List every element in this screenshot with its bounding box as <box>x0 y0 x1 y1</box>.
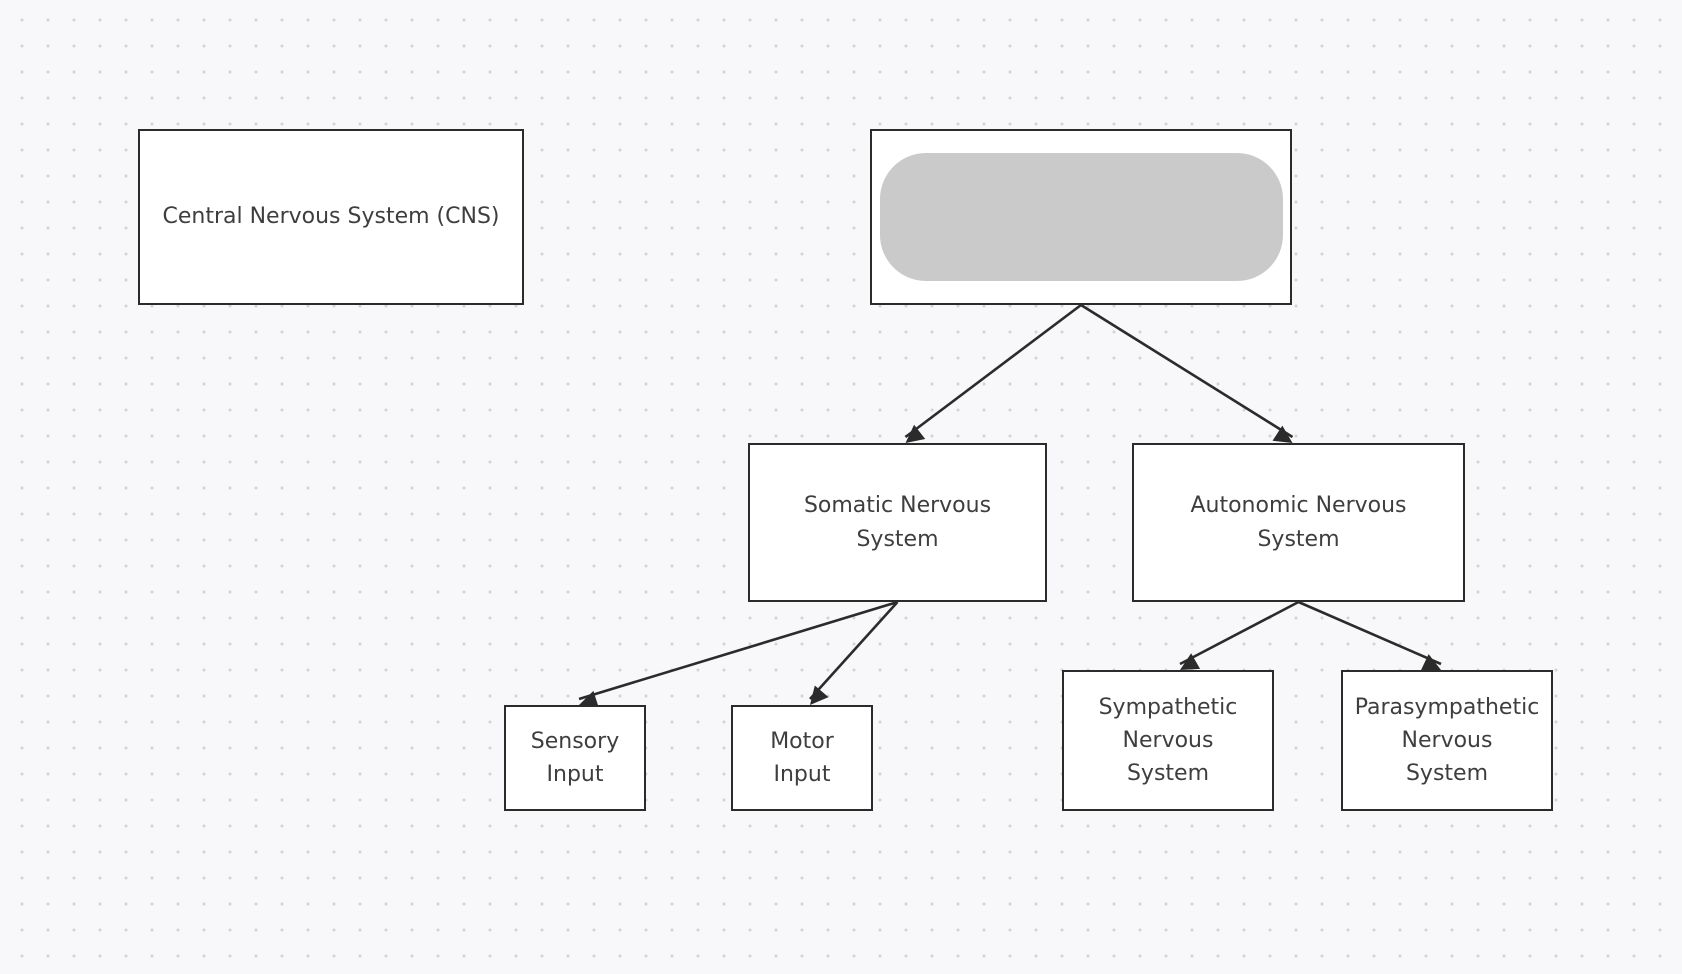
autonomic-label-line-1: Autonomic Nervous <box>1190 492 1407 518</box>
redacted-label-block <box>880 153 1283 281</box>
sensory-input-node[interactable]: Sensory Input <box>504 705 646 811</box>
connector-autonomic-to-sympathetic[interactable] <box>1179 600 1300 666</box>
arrowhead-autonomic <box>1272 425 1293 443</box>
arrowhead-sympathetic <box>1180 653 1201 670</box>
arrowhead-parasympathetic <box>1420 654 1441 671</box>
parasympathetic-label-line-1: Parasympathetic <box>1354 695 1540 720</box>
parasympathetic-label-line-2: Nervous <box>1401 728 1493 753</box>
connector-autonomic-to-parasympathetic[interactable] <box>1297 600 1442 666</box>
sensory-label-line-1: Sensory <box>530 729 620 754</box>
connector-somatic-to-motor[interactable] <box>809 601 899 700</box>
somatic-label-line-2: System <box>856 526 939 552</box>
connector-root-to-somatic[interactable] <box>904 303 1082 439</box>
sympathetic-label-line-1: Sympathetic <box>1098 695 1238 720</box>
autonomic-nervous-system-node[interactable]: Autonomic Nervous System <box>1132 443 1465 602</box>
parasympathetic-label-line-3: System <box>1405 761 1489 786</box>
autonomic-label-line-2: System <box>1257 526 1340 552</box>
cns-label: Central Nervous System (CNS) <box>162 204 500 229</box>
arrowhead-somatic <box>905 424 926 443</box>
connector-somatic-to-sensory[interactable] <box>578 600 898 701</box>
motor-input-node[interactable]: Motor Input <box>731 705 873 811</box>
connector-root-to-autonomic[interactable] <box>1080 303 1294 439</box>
arrowhead-motor <box>810 685 829 705</box>
sympathetic-label-line-3: System <box>1126 761 1210 786</box>
cns-node[interactable]: Central Nervous System (CNS) <box>138 129 524 305</box>
sympathetic-label-line-2: Nervous <box>1122 728 1214 753</box>
somatic-nervous-system-node[interactable]: Somatic Nervous System <box>748 443 1047 602</box>
root-node[interactable] <box>870 129 1292 305</box>
motor-label-line-1: Motor <box>770 729 834 754</box>
sensory-label-line-2: Input <box>546 762 604 787</box>
motor-label-line-2: Input <box>773 762 831 787</box>
parasympathetic-nervous-system-node[interactable]: Parasympathetic Nervous System <box>1341 670 1553 811</box>
somatic-label-line-1: Somatic Nervous <box>803 492 992 518</box>
sympathetic-nervous-system-node[interactable]: Sympathetic Nervous System <box>1062 670 1274 811</box>
